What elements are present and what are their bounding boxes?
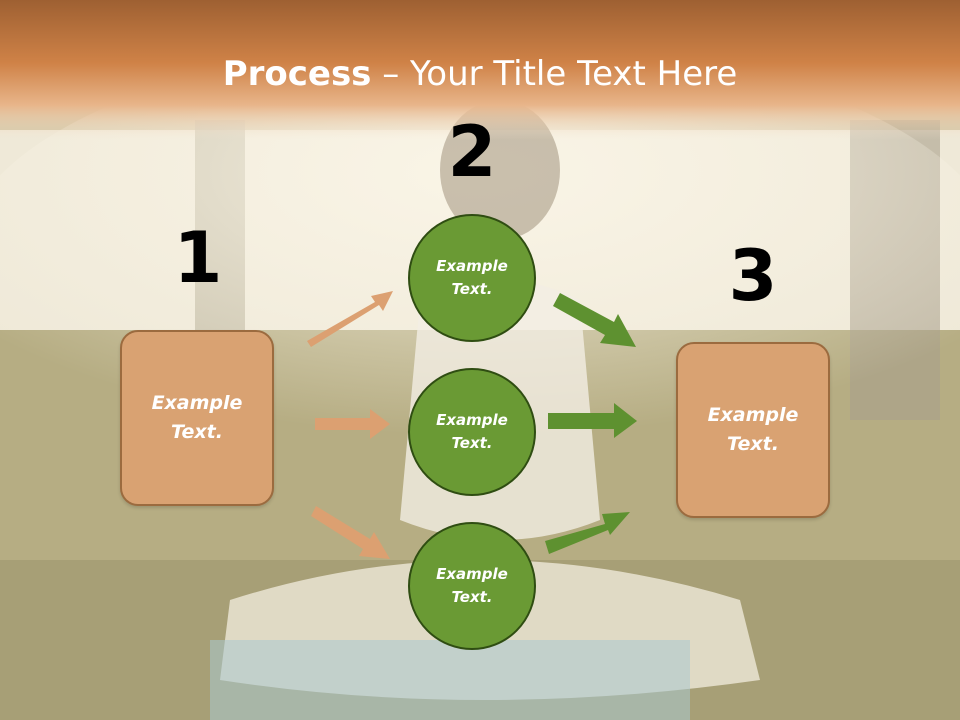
- circle-bottom: Example Text.: [408, 522, 536, 650]
- left-box: Example Text.: [120, 330, 274, 506]
- title-rest: – Your Title Text Here: [371, 54, 738, 94]
- step-number-3: 3: [728, 235, 778, 317]
- arrow-left-to-middle: [315, 409, 390, 439]
- arrow-left-to-top: [307, 291, 393, 347]
- arrow-bottom-to-right: [545, 512, 630, 554]
- title-strong: Process: [222, 54, 372, 94]
- step-number-1: 1: [173, 217, 223, 299]
- right-box: Example Text.: [676, 342, 830, 518]
- circle-top-label: Example Text.: [436, 257, 508, 298]
- circle-bottom-label: Example Text.: [436, 565, 508, 606]
- arrow-middle-to-right: [548, 403, 637, 438]
- circle-top: Example Text.: [408, 214, 536, 342]
- circle-middle-label: Example Text.: [436, 411, 508, 452]
- right-box-label: Example Text.: [707, 404, 799, 455]
- left-box-label: Example Text.: [151, 392, 243, 443]
- slide-title: Process – Your Title Text Here: [0, 52, 960, 96]
- arrow-top-to-right: [553, 293, 636, 347]
- arrow-left-to-bottom: [311, 506, 390, 559]
- step-number-2: 2: [447, 111, 497, 193]
- circle-middle: Example Text.: [408, 368, 536, 496]
